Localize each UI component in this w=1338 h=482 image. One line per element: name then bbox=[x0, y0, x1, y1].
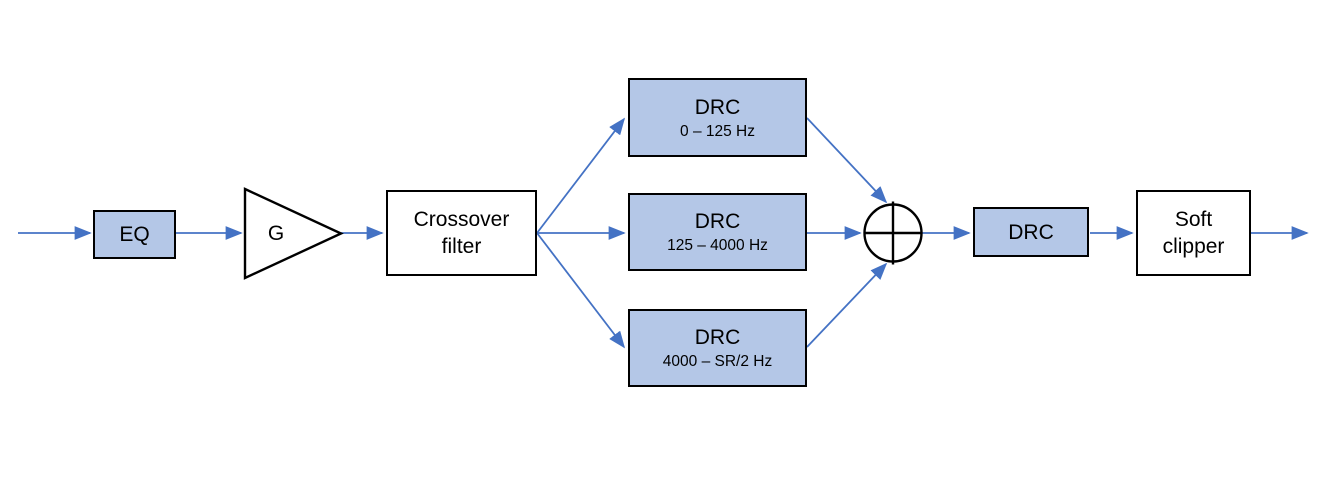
eq-block: EQ bbox=[93, 210, 176, 259]
drc-low-band-block: DRC 0 – 125 Hz bbox=[628, 78, 807, 157]
summing-node-icon bbox=[863, 201, 923, 265]
drc-mid-band-block: DRC 125 – 4000 Hz bbox=[628, 193, 807, 271]
soft-clipper-block: Soft clipper bbox=[1136, 190, 1251, 276]
arrow-crossover-to-drc-low bbox=[536, 117, 626, 234]
drc-post-label: DRC bbox=[1008, 220, 1054, 244]
arrow-crossover-to-drc-high bbox=[536, 232, 626, 349]
drc-low-range: 0 – 125 Hz bbox=[680, 122, 755, 140]
gain-label: G bbox=[267, 221, 285, 245]
drc-high-range: 4000 – SR/2 Hz bbox=[662, 353, 773, 370]
drc-mid-range: 125 – 4000 Hz bbox=[667, 237, 768, 254]
soft-clipper-label-line1: Soft bbox=[1174, 208, 1213, 231]
crossover-label-line1: Crossover bbox=[413, 208, 510, 231]
crossover-label-line2: filter bbox=[441, 235, 482, 258]
eq-label: EQ bbox=[119, 223, 150, 246]
soft-clipper-label-line2: clipper bbox=[1162, 235, 1225, 258]
drc-high-band-block: DRC 4000 – SR/2 Hz bbox=[628, 309, 807, 387]
drc-high-title: DRC bbox=[694, 326, 741, 349]
arrow-drc-high-to-sum bbox=[806, 262, 888, 348]
arrow-drc-low-to-sum bbox=[806, 117, 888, 204]
drc-mid-title: DRC bbox=[694, 210, 741, 233]
gain-triangle bbox=[243, 187, 344, 280]
drc-post-block: DRC bbox=[973, 207, 1089, 257]
drc-low-title: DRC bbox=[694, 95, 741, 119]
crossover-filter-block: Crossover filter bbox=[386, 190, 537, 276]
